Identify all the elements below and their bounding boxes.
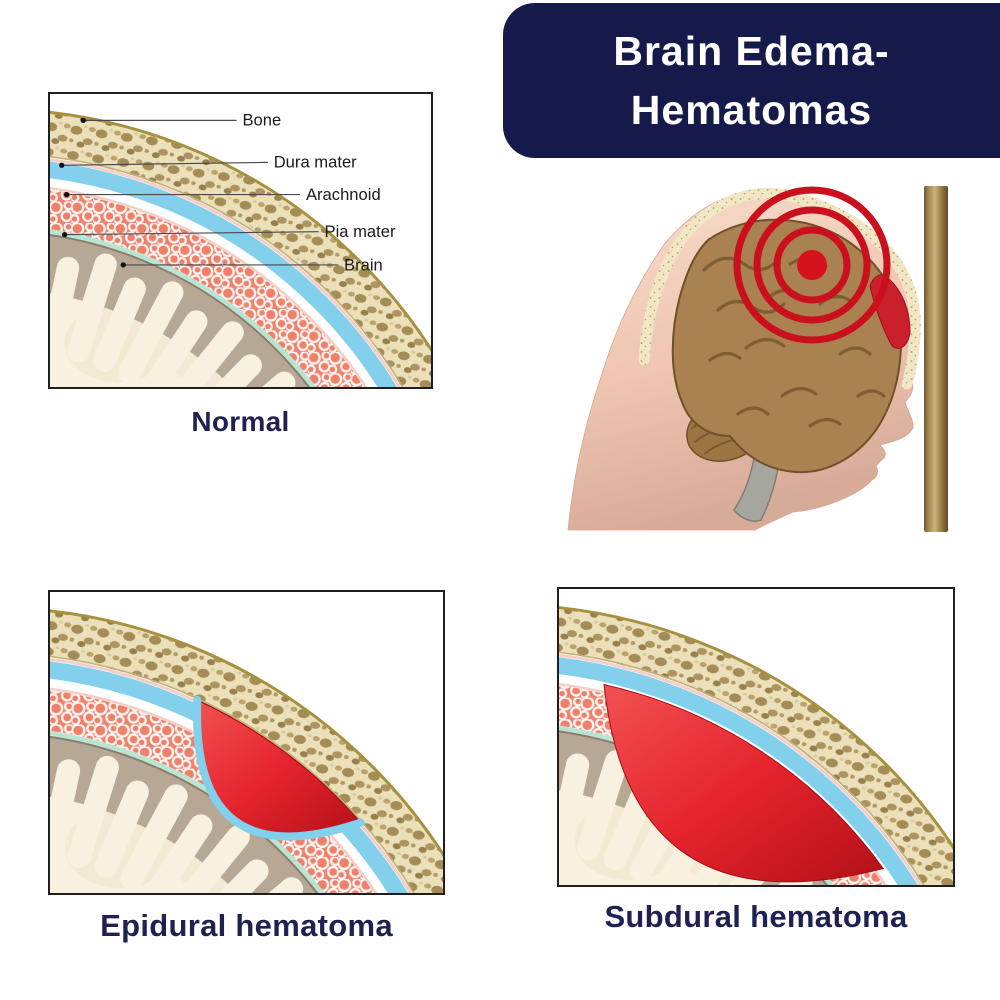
label-dot-dura-mater bbox=[59, 162, 65, 168]
panel-subdural bbox=[557, 587, 955, 887]
label-line-dura-mater bbox=[61, 161, 268, 166]
sulcus bbox=[559, 753, 590, 854]
subdural-hematoma-figure bbox=[559, 606, 953, 885]
layer-label-dura-mater: Dura mater bbox=[274, 153, 357, 172]
sulcus bbox=[118, 281, 184, 384]
caption-normal: Normal bbox=[191, 406, 290, 437]
sulcus bbox=[144, 814, 213, 893]
epidural-hematoma-figure bbox=[50, 609, 443, 893]
sulcus bbox=[576, 750, 629, 861]
layer-label-brain: Brain bbox=[344, 255, 383, 274]
sulcus bbox=[67, 253, 117, 363]
sulcus bbox=[219, 859, 269, 893]
sulcus bbox=[93, 277, 146, 373]
title-banner: Brain Edema- Hematomas bbox=[503, 3, 1000, 158]
subdural-layers bbox=[559, 606, 953, 885]
caption-subdural: Subdural hematoma bbox=[604, 899, 908, 934]
sulcus bbox=[94, 780, 149, 878]
skull-bone bbox=[638, 188, 921, 390]
sulcus bbox=[174, 321, 244, 387]
epidural-layers bbox=[50, 609, 443, 893]
layer-label-arachnoid: Arachnoid bbox=[306, 185, 381, 204]
label-line-pia-mater bbox=[64, 231, 319, 236]
sulcus bbox=[177, 825, 250, 893]
head-impact-illustration bbox=[567, 186, 948, 532]
label-dot-pia-mater bbox=[62, 232, 68, 238]
label-dot-brain bbox=[120, 262, 126, 268]
layer-label-bone: Bone bbox=[242, 111, 281, 130]
title-line-1: Brain Edema- bbox=[613, 28, 890, 75]
sulcus bbox=[120, 784, 188, 890]
panel-epidural bbox=[48, 590, 445, 895]
sulcus bbox=[141, 310, 208, 387]
displaced-dura bbox=[193, 696, 365, 841]
sulcus bbox=[67, 755, 119, 869]
label-dot-bone bbox=[80, 117, 86, 124]
sulcus bbox=[50, 759, 81, 861]
sulcus bbox=[213, 354, 262, 387]
sulcus bbox=[50, 256, 80, 356]
impact-rings-icon bbox=[733, 186, 891, 344]
title-line-2: Hematomas bbox=[630, 86, 873, 133]
pole bbox=[924, 186, 948, 532]
layer-label-pia-mater: Pia mater bbox=[325, 222, 396, 241]
label-dot-arachnoid bbox=[63, 191, 70, 198]
subdural-blood-crescent bbox=[603, 683, 885, 883]
caption-epidural: Epidural hematoma bbox=[100, 908, 393, 943]
normal-layers bbox=[50, 111, 431, 387]
